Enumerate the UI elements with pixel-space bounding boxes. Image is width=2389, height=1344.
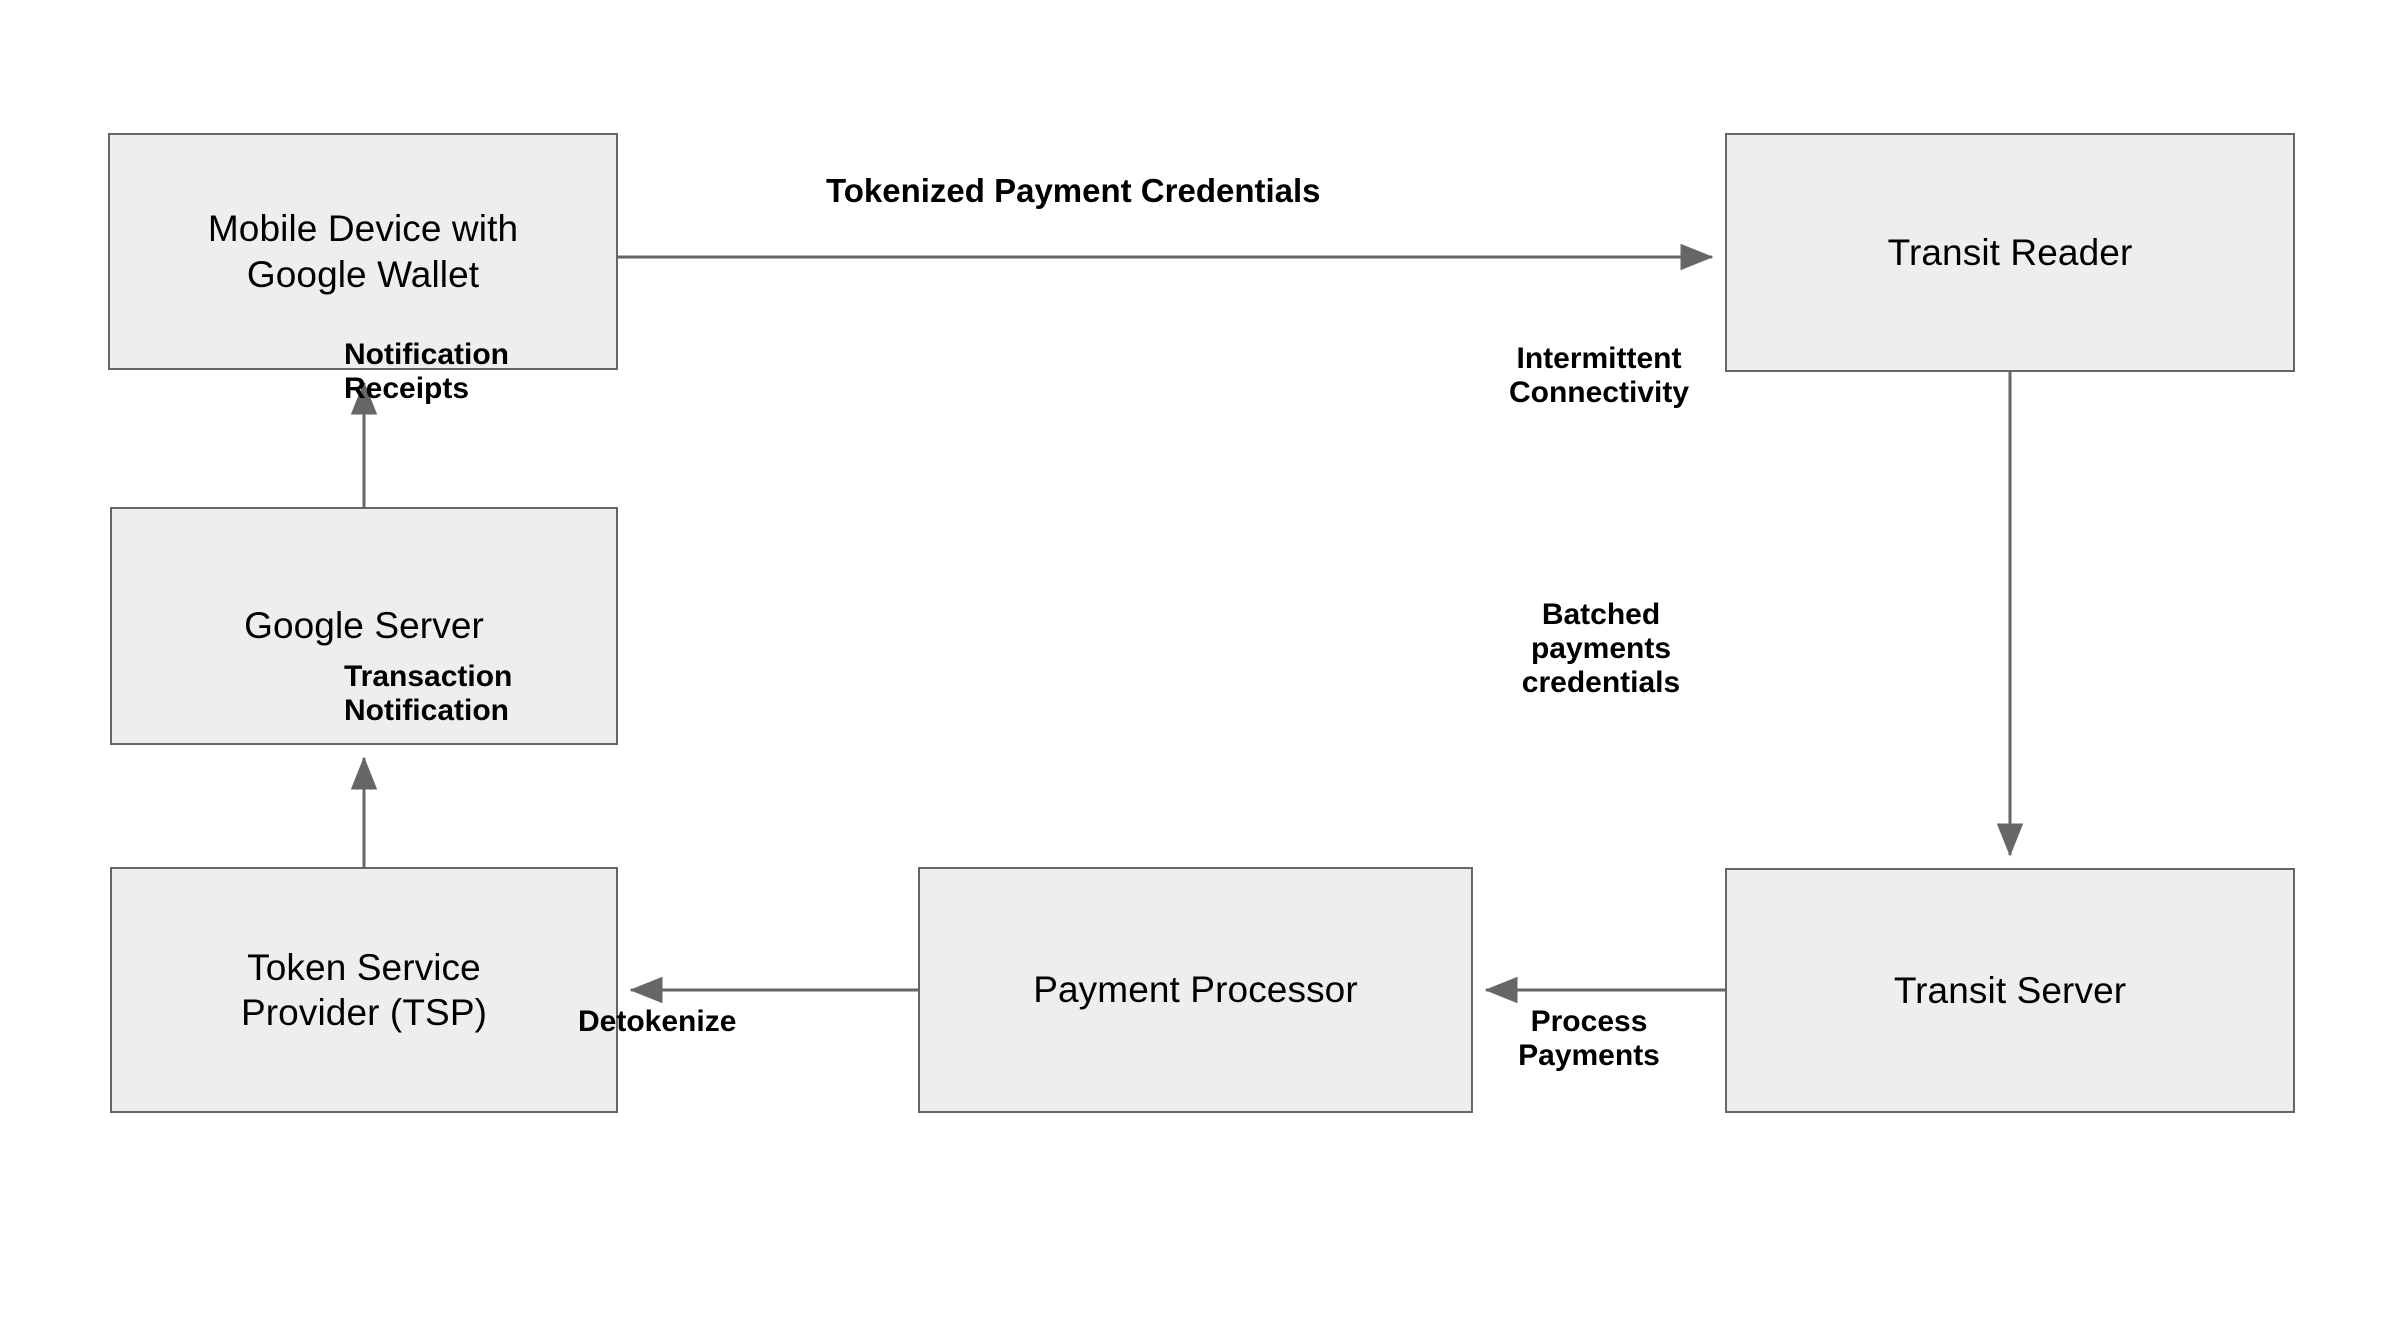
node-transit-server-label: Transit Server xyxy=(1893,969,2127,1011)
edge-label-detokenize: Detokenize xyxy=(578,1005,737,1038)
node-transit-reader-label: Transit Reader xyxy=(1887,231,2133,273)
node-payment-processor-label: Payment Processor xyxy=(1033,969,1358,1011)
node-transit-server[interactable]: Transit Server xyxy=(1725,868,2295,1113)
node-token-service-provider-label: Token Service Provider (TSP) xyxy=(240,946,488,1033)
node-token-service-provider[interactable]: Token Service Provider (TSP) xyxy=(110,867,618,1113)
node-google-server[interactable]: Google Server xyxy=(110,507,618,745)
node-payment-processor[interactable]: Payment Processor xyxy=(918,867,1473,1113)
node-mobile-device[interactable]: Mobile Device with Google Wallet xyxy=(108,133,618,370)
node-mobile-device-label: Mobile Device with Google Wallet xyxy=(207,208,519,295)
edge-label-tokenized-payment-credentials: Tokenized Payment Credentials xyxy=(826,172,1321,209)
edge-label-batched-payments-credentials: Batched payments credentials xyxy=(1521,598,1681,700)
edge-label-process-payments: Process Payments xyxy=(1518,1005,1660,1073)
edge-label-transaction-notification: Transaction Notification xyxy=(344,660,513,728)
node-transit-reader[interactable]: Transit Reader xyxy=(1725,133,2295,372)
node-google-server-label: Google Server xyxy=(244,605,484,647)
edge-label-notification-receipts: Notification Receipts xyxy=(344,338,509,406)
edge-label-intermittent-connectivity: Intermittent Connectivity xyxy=(1508,342,1690,410)
